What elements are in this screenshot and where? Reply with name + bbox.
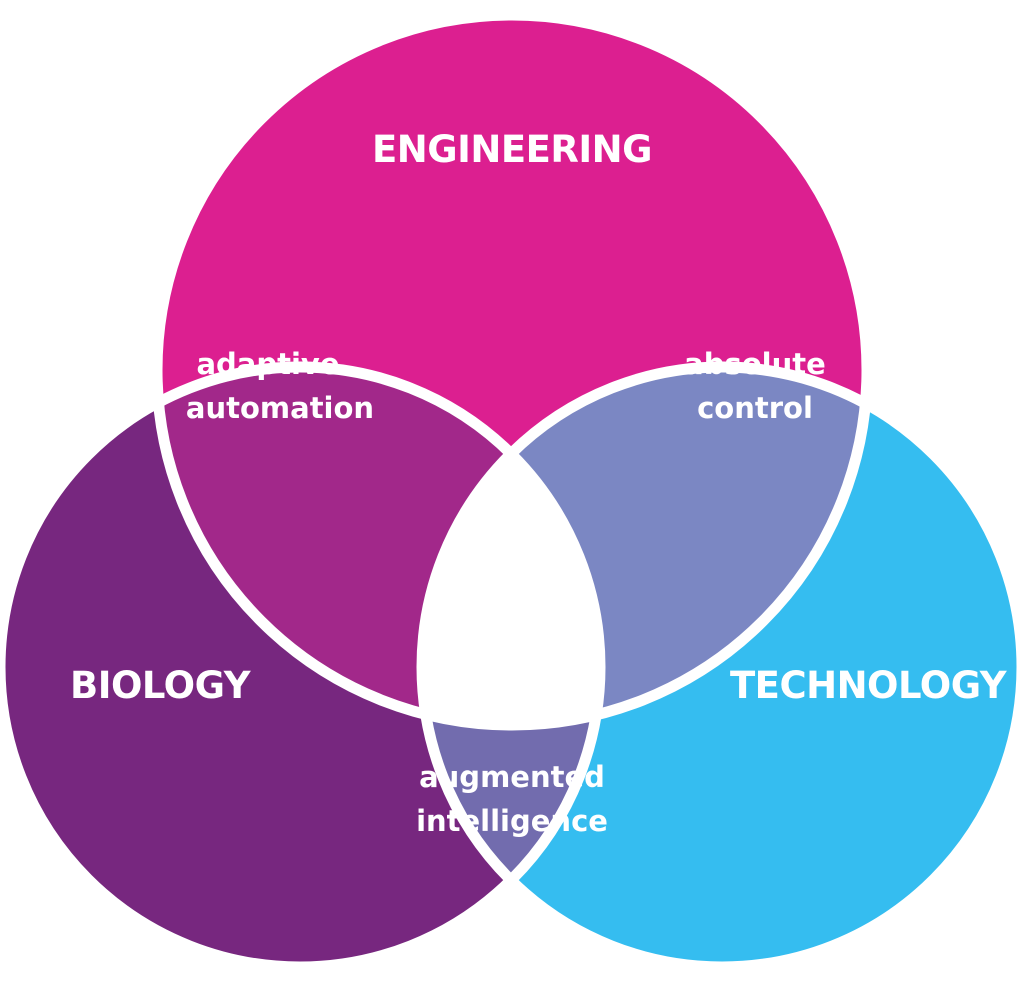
absolute-control-line-2: control xyxy=(697,391,813,425)
augmented-intelligence-line-2: intelligence xyxy=(416,804,608,838)
biology-label: BIOLOGY xyxy=(70,664,252,707)
adaptive-automation-line-1: adaptive xyxy=(196,347,339,381)
engineering-label: ENGINEERING xyxy=(372,128,652,171)
technology-outline xyxy=(416,361,1024,973)
adaptive-automation-line-2: automation xyxy=(186,391,374,425)
engineering-outline xyxy=(151,9,873,731)
augmented-intelligence-line-1: augmented xyxy=(419,760,605,794)
absolute-control-line-1: absolute xyxy=(684,347,826,381)
technology-label: TECHNOLOGY xyxy=(730,664,1008,707)
circle-outlines xyxy=(0,9,1024,973)
biology-outline xyxy=(0,361,606,973)
